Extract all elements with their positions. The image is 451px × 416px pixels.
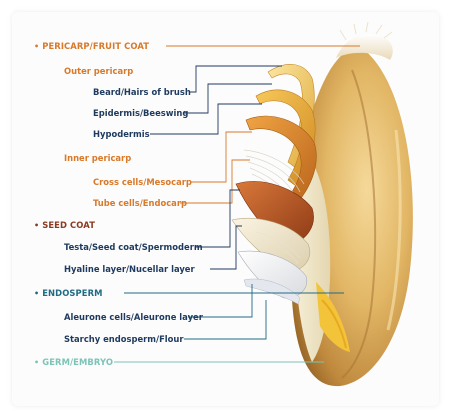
label-hypodermis: Hypodermis [93, 129, 150, 139]
label-pericarp-group: •PERICARP/FRUIT COAT [34, 41, 149, 52]
label-beard: Beard/Hairs of brush [93, 87, 191, 97]
label-pericarp: PERICARP/FRUIT COAT [42, 41, 149, 51]
label-germ-group: •GERM/EMBRYO [34, 357, 113, 368]
label-germ: GERM/EMBRYO [42, 357, 113, 367]
label-hyaline: Hyaline layer/Nucellar layer [64, 264, 195, 274]
bullet-seed-coat: • [34, 221, 39, 230]
label-cross-cells: Cross cells/Mesocarp [93, 177, 192, 187]
leader-beard [190, 66, 282, 92]
label-endosperm: ENDOSPERM [42, 288, 102, 298]
label-inner-pericarp: Inner pericarp [64, 153, 131, 163]
leader-cross-cells [190, 132, 252, 182]
label-aleurone: Aleurone cells/Aleurone layer [64, 312, 203, 322]
label-epidermis: Epidermis/Beeswing [93, 108, 188, 118]
leader-testa [196, 190, 240, 247]
label-endosperm-group: •ENDOSPERM [34, 288, 103, 299]
label-tube-cells: Tube cells/Endocarp [93, 198, 187, 208]
bullet-endosperm: • [34, 289, 39, 298]
label-outer-pericarp: Outer pericarp [64, 66, 133, 76]
label-testa: Testa/Seed coat/Spermoderm [64, 242, 203, 252]
label-starchy: Starchy endosperm/Flour [64, 334, 184, 344]
bullet-pericarp: • [34, 42, 39, 51]
label-seed-coat: SEED COAT [42, 220, 95, 230]
label-seed-coat-group: •SEED COAT [34, 220, 95, 231]
leader-hyaline [210, 226, 242, 269]
bullet-germ: • [34, 358, 39, 367]
